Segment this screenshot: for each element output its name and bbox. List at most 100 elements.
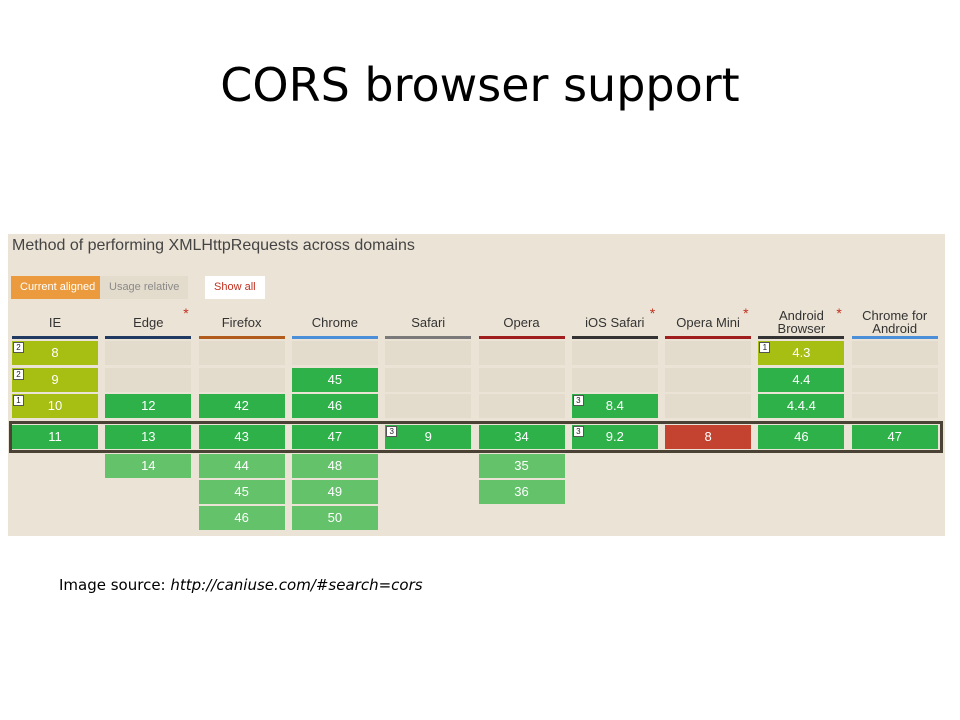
browser-header-underline [758, 336, 845, 339]
browser-header: Chrome for Android [862, 308, 928, 336]
version-cell: 8 [665, 425, 752, 449]
empty-cell [105, 368, 192, 392]
show-all-button[interactable]: Show all [205, 276, 265, 299]
version-label: 4.3 [792, 345, 811, 360]
version-label: 9 [424, 429, 432, 444]
version-cell: 14 [105, 454, 192, 478]
empty-cell [851, 341, 938, 365]
browser-header-underline [198, 336, 285, 339]
empty-cell [571, 341, 658, 365]
note-badge: 3 [572, 395, 584, 406]
version-cell: 47 [291, 425, 378, 449]
empty-cell [385, 341, 472, 365]
version-label: 34 [514, 429, 529, 444]
empty-cell [198, 341, 285, 365]
version-label: 12 [141, 398, 156, 413]
version-label: 43 [234, 429, 249, 444]
caniuse-support-table: Method of performing XMLHttpRequests acr… [8, 234, 945, 536]
browser-header: Opera [503, 314, 540, 330]
empty-cell [105, 341, 192, 365]
version-label: 49 [327, 484, 343, 499]
browser-header: Firefox [221, 314, 262, 330]
version-cell: 11 [12, 425, 98, 449]
version-label: 50 [327, 510, 343, 525]
empty-cell [478, 394, 565, 418]
version-label: 8 [704, 429, 712, 444]
version-label: 14 [141, 458, 156, 473]
version-cell: 4.4 [758, 368, 845, 392]
browser-header-underline [12, 336, 98, 339]
notes-asterisk: * [183, 305, 189, 321]
version-label: 44 [234, 458, 249, 473]
notes-asterisk: * [649, 305, 656, 321]
browser-header: iOS Safari [585, 314, 645, 330]
version-cell: 48 [291, 454, 378, 478]
version-cell: 45 [198, 480, 285, 504]
empty-cell [198, 368, 285, 392]
version-cell: 34 [478, 425, 565, 449]
version-cell: 47 [851, 425, 938, 449]
browser-header-underline [291, 336, 378, 339]
version-label: 4.4 [792, 372, 811, 387]
version-cell: 44 [198, 454, 285, 478]
notes-asterisk: * [743, 305, 749, 321]
note-badge: 1 [759, 342, 771, 353]
notes-asterisk: * [836, 305, 842, 321]
version-cell: 46 [758, 425, 845, 449]
note-badge: 1 [13, 395, 24, 406]
empty-cell [665, 341, 752, 365]
current-aligned-button[interactable]: Current aligned [11, 276, 105, 299]
empty-cell [665, 394, 752, 418]
usage-relative-button[interactable]: Usage relative [100, 276, 189, 299]
source-link[interactable]: http://caniuse.com/#search=cors [170, 576, 423, 594]
caption-prefix: Image source: [59, 576, 171, 594]
browser-header-underline [385, 336, 472, 339]
version-label: 46 [794, 429, 809, 444]
browser-header-underline [105, 336, 192, 339]
current-version-row [9, 421, 943, 453]
browser-header: Android Browser [777, 308, 826, 336]
empty-cell [385, 394, 472, 418]
image-source-caption: Image source: http://caniuse.com/#search… [59, 576, 423, 594]
browser-header-underline [665, 336, 752, 339]
empty-cell [665, 368, 752, 392]
version-label: 47 [887, 429, 902, 444]
browser-header: Safari [411, 314, 446, 330]
version-label: 47 [327, 429, 343, 444]
empty-cell [571, 368, 658, 392]
version-label: 9.2 [605, 429, 624, 444]
version-label: 9 [51, 372, 59, 387]
version-cell: 50 [291, 506, 378, 530]
version-label: 46 [234, 510, 249, 525]
empty-cell [478, 368, 565, 392]
empty-cell [385, 368, 472, 392]
browser-header-underline [478, 336, 565, 339]
version-cell: 4.4.4 [758, 394, 845, 418]
browser-header-underline [571, 336, 658, 339]
version-cell: 45 [291, 368, 378, 392]
browser-header-underline [851, 336, 938, 339]
empty-cell [851, 368, 938, 392]
version-label: 8.4 [605, 398, 624, 413]
version-cell: 42 [198, 394, 285, 418]
version-label: 45 [234, 484, 249, 499]
version-cell: 46 [198, 506, 285, 530]
version-label: 35 [514, 458, 529, 473]
note-badge: 2 [13, 369, 24, 380]
version-label: 11 [48, 429, 62, 444]
empty-cell [851, 394, 938, 418]
version-cell: 46 [291, 394, 378, 418]
browser-header: Edge [133, 314, 164, 330]
feature-heading: Method of performing XMLHttpRequests acr… [12, 237, 415, 254]
version-label: 4.4.4 [786, 398, 816, 413]
note-badge: 2 [13, 342, 24, 353]
version-label: 10 [47, 398, 63, 413]
browser-header: Chrome [311, 314, 359, 330]
version-label: 48 [327, 458, 343, 473]
version-label: 45 [327, 372, 343, 387]
note-badge: 3 [572, 426, 584, 437]
version-cell: 12 [105, 394, 192, 418]
